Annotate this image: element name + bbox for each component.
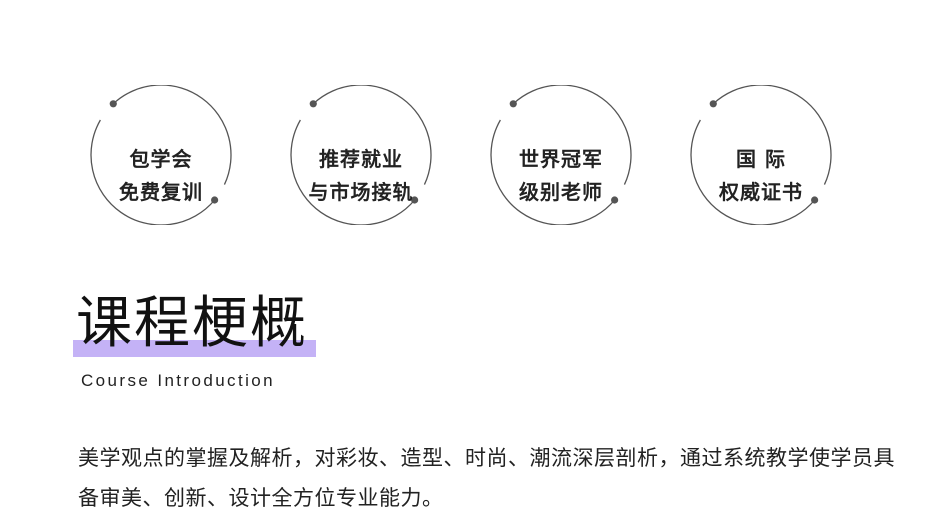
circle-ring-icon	[290, 85, 432, 225]
badge-champion-teachers: 世界冠军 级别老师	[488, 85, 634, 225]
circle-arc	[512, 85, 632, 185]
section-subtitle: Course Introduction	[81, 371, 275, 390]
badge-line1: 包学会	[129, 147, 193, 171]
badge-line2: 免费复训	[119, 180, 203, 204]
ring-dot	[109, 100, 117, 108]
course-description: 美学观点的掌握及解析，对彩妆、造型、时尚、潮流深层剖析，通过系统教学使学员具备审…	[78, 446, 895, 510]
ring-dot	[509, 100, 517, 108]
badge-line1: 推荐就业	[319, 147, 403, 171]
badge-line1: 国 际	[736, 147, 786, 171]
ring-dot	[709, 100, 717, 108]
circle-ring-icon	[490, 85, 632, 225]
title-highlight-bar	[73, 340, 316, 357]
section-title: 课程梗概	[76, 291, 308, 356]
badge-line2: 权威证书	[719, 180, 803, 204]
circle-arc	[490, 119, 616, 225]
circle-arc	[690, 119, 816, 225]
ring-dot	[611, 196, 619, 204]
badge-certificate: 国 际 权威证书	[688, 85, 834, 225]
badge-line2: 与市场接轨	[308, 180, 414, 204]
circle-ring-icon	[690, 85, 832, 225]
badge-employment: 推荐就业 与市场接轨	[288, 85, 434, 225]
badge-learn-guarantee: 包学会 免费复训	[88, 85, 234, 225]
badge-line2: 级别老师	[519, 180, 603, 204]
circle-arc	[712, 85, 832, 185]
ring-dot	[211, 196, 219, 204]
ring-dot	[309, 100, 317, 108]
circle-arc	[90, 119, 216, 225]
ring-dot	[811, 196, 819, 204]
circle-arc	[112, 85, 232, 185]
circle-ring-icon	[90, 85, 232, 225]
circle-arc	[290, 119, 416, 225]
badge-line1: 世界冠军	[519, 147, 603, 171]
ring-dot	[411, 196, 419, 204]
circle-arc	[312, 85, 432, 185]
